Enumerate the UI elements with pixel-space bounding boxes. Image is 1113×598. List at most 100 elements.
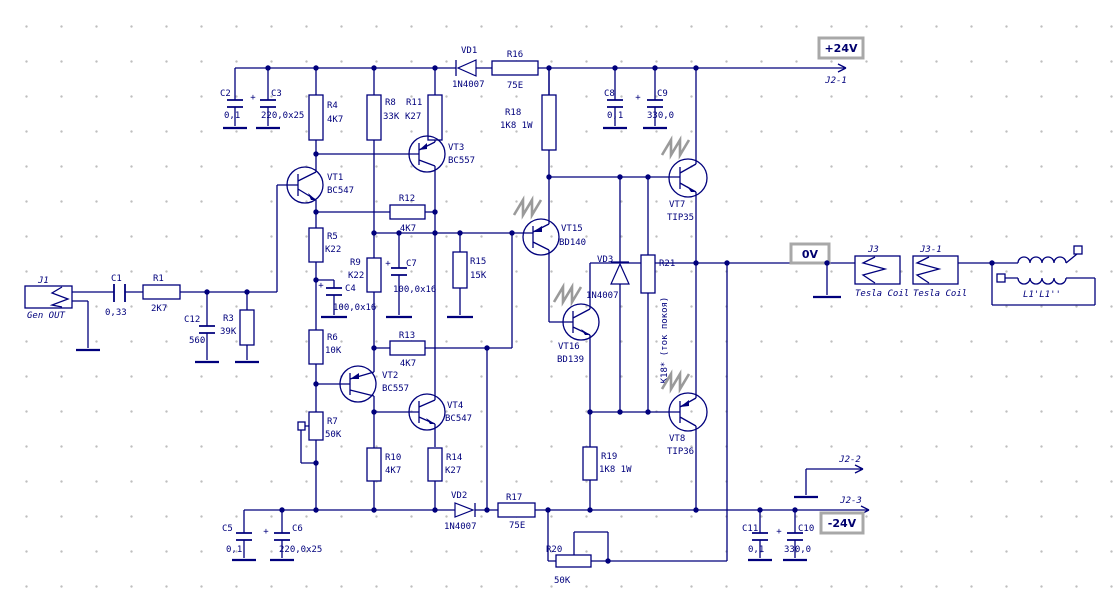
power-label-n24: -24V J2-3 [819, 496, 865, 535]
transistor-vt2: VT2 BC557 [339, 365, 409, 403]
connector-zigzag-icon [49, 286, 70, 308]
capacitor-c12: C12 560 [184, 315, 215, 346]
svg-text:10K: 10K [325, 346, 342, 356]
svg-text:VT4: VT4 [447, 401, 463, 411]
svg-text:TIP36: TIP36 [667, 447, 694, 457]
svg-text:R11: R11 [406, 98, 422, 108]
connector-j1: J1 Gen OUT [24, 276, 73, 321]
svg-text:4K7: 4K7 [327, 115, 343, 125]
svg-text:R17: R17 [506, 493, 522, 503]
svg-text:R4: R4 [327, 101, 338, 111]
capacitor-c11: C11 0,1 [742, 524, 768, 555]
diode-vd1: VD1 1N4007 [452, 46, 485, 90]
transistor-vt7: VT7 TIP35 [660, 135, 708, 223]
svg-text:Tesla Coil: Tesla Coil [913, 289, 967, 299]
svg-text:C8: C8 [604, 89, 615, 99]
svg-text:330,0: 330,0 [647, 111, 674, 121]
svg-text:VD3: VD3 [597, 255, 613, 265]
svg-text:R3: R3 [223, 314, 234, 324]
svg-text:-24V: -24V [828, 517, 857, 530]
svg-text:Tesla Coil: Tesla Coil [855, 289, 909, 299]
svg-text:15K: 15K [470, 271, 487, 281]
transistor-vt3: VT3 BC557 [408, 135, 475, 173]
transistor-vt8: VT8 TIP36 [660, 369, 708, 457]
resistor-r3: R3 39K [220, 309, 255, 346]
resistor-r4: R4 4K7 [308, 94, 343, 141]
connector-j3-1: J3-1 Tesla Coil [912, 245, 967, 299]
resistor-r16: R16 75E [491, 50, 539, 91]
capacitor-c6: + C6 220,0x25 [263, 524, 322, 555]
connector-zigzag-icon [915, 256, 942, 284]
svg-text:K27: K27 [445, 466, 461, 476]
ground-symbols [76, 126, 841, 562]
svg-text:BC557: BC557 [382, 384, 409, 394]
svg-text:R14: R14 [446, 453, 462, 463]
svg-text:0,1: 0,1 [607, 111, 623, 121]
terminal-icon [996, 273, 1006, 283]
svg-text:4K7: 4K7 [385, 466, 401, 476]
resistor-r17: R17 75E [497, 493, 536, 531]
svg-text:L1'L1'': L1'L1'' [1023, 290, 1061, 300]
svg-text:VT16: VT16 [558, 342, 580, 352]
svg-text:VT8: VT8 [669, 434, 685, 444]
capacitor-c2: C2 0,1 [220, 89, 243, 121]
svg-text:+24V: +24V [824, 42, 858, 55]
svg-text:2K7: 2K7 [151, 304, 167, 314]
svg-text:C11: C11 [742, 524, 758, 534]
svg-text:R16: R16 [507, 50, 523, 60]
svg-text:C9: C9 [657, 89, 668, 99]
capacitor-c5: C5 0,1 [222, 524, 252, 555]
diode-vd2: VD2 1N4007 [444, 491, 477, 532]
svg-text:VT3: VT3 [448, 143, 464, 153]
svg-text:C12: C12 [184, 315, 200, 325]
resistor-r6: R6 10K [308, 329, 342, 365]
svg-text:BC547: BC547 [445, 414, 472, 424]
power-label-p24: +24V J2-1 [817, 36, 865, 86]
svg-text:220,0x25: 220,0x25 [279, 545, 322, 555]
svg-text:R6: R6 [327, 333, 338, 343]
svg-text:R10: R10 [385, 453, 401, 463]
svg-text:VT2: VT2 [382, 371, 398, 381]
svg-text:4K7: 4K7 [400, 359, 416, 369]
capacitor-c1: C1 0,33 [105, 274, 127, 318]
svg-text:0V: 0V [802, 248, 819, 261]
svg-text:0,1: 0,1 [226, 545, 242, 555]
svg-text:100,0x16: 100,0x16 [333, 303, 376, 313]
svg-text:1N4007: 1N4007 [452, 80, 485, 90]
svg-text:R19: R19 [601, 452, 617, 462]
svg-text:K22: K22 [348, 271, 364, 281]
svg-text:100,0x16: 100,0x16 [393, 285, 436, 295]
svg-text:R8: R8 [385, 98, 396, 108]
svg-text:R12: R12 [399, 194, 415, 204]
svg-text:VT1: VT1 [327, 173, 343, 183]
resistor-r21: R21 К18* (ток покоя) [640, 254, 675, 383]
heatsink-icon [512, 195, 543, 220]
inductor-l1: L1'L1'' [996, 245, 1083, 300]
transistor-vt4: VT4 BC547 [408, 393, 472, 431]
connector-label: Gen OUT [27, 311, 66, 321]
connector-j3: J3 Tesla Coil [854, 245, 909, 299]
svg-text:K22: K22 [325, 245, 341, 255]
svg-text:VT7: VT7 [669, 200, 685, 210]
svg-text:K27: K27 [405, 112, 421, 122]
svg-text:TIP35: TIP35 [667, 213, 694, 223]
svg-text:C3: C3 [271, 89, 282, 99]
svg-text:39K: 39K [220, 327, 237, 337]
svg-text:C1: C1 [111, 274, 122, 284]
polarity-plus-icon: + [263, 527, 269, 537]
svg-text:C4: C4 [345, 284, 356, 294]
heatsink-icon [660, 369, 691, 394]
svg-text:R18: R18 [505, 108, 521, 118]
resistor-r1: R1 2K7 [142, 274, 181, 314]
svg-text:R5: R5 [327, 232, 338, 242]
terminal-icon [1073, 245, 1083, 255]
resistor-r9: R9 K22 [348, 257, 382, 293]
svg-text:1K8 1W: 1K8 1W [500, 121, 533, 131]
resistor-r15: R15 15K [452, 251, 487, 289]
svg-text:VT15: VT15 [561, 224, 583, 234]
svg-text:4K7: 4K7 [400, 224, 416, 234]
diode-vd3: VD3 1N4007 [586, 255, 630, 301]
svg-text:75E: 75E [509, 521, 525, 531]
svg-text:0,33: 0,33 [105, 308, 127, 318]
